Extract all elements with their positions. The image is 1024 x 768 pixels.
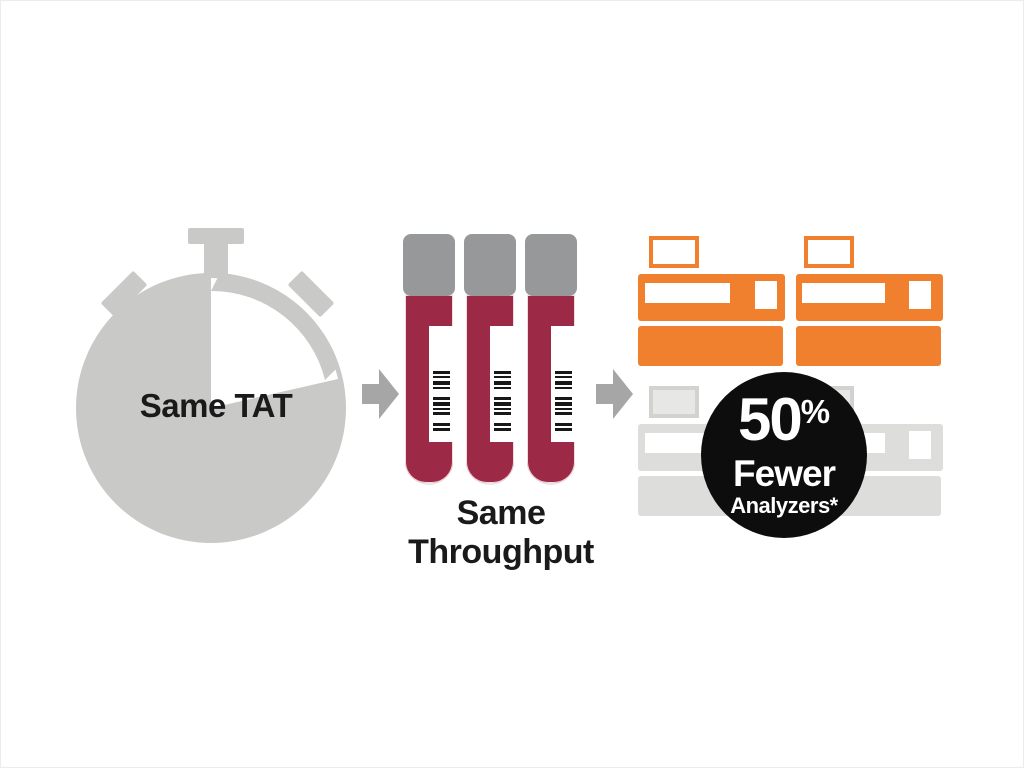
analyzer-slot <box>645 283 730 303</box>
blood-tubes-group <box>403 233 578 485</box>
analyzer-slot <box>802 283 885 303</box>
badge-number: 50 <box>737 385 803 453</box>
throughput-label-line1: Same <box>456 494 546 532</box>
analyzer-monitor <box>804 236 854 268</box>
badge-percent-sign: % <box>800 392 831 430</box>
analyzer-monitor <box>649 386 699 418</box>
analyzer-port <box>755 281 777 309</box>
tube-cap <box>525 234 577 296</box>
badge-analyzers-label: Analyzers* <box>730 492 838 518</box>
analyzer-port <box>909 431 931 459</box>
badge-fewer-label: Fewer <box>733 452 836 494</box>
tube-label <box>490 326 515 442</box>
tube-cap <box>464 234 516 296</box>
barcode-icon <box>433 371 450 433</box>
tube-label <box>429 326 454 442</box>
throughput-label-line2: Throughput <box>408 533 594 571</box>
analyzer-body <box>638 274 785 321</box>
arrow-right-icon <box>596 369 633 419</box>
tube-label <box>551 326 576 442</box>
analyzer-base <box>638 326 783 366</box>
analyzer-base <box>796 326 941 366</box>
analyzer-port <box>909 281 931 309</box>
throughput-label: Same Throughput <box>371 494 631 572</box>
barcode-icon <box>494 371 511 433</box>
tat-label: Same TAT <box>139 387 293 424</box>
barcode-icon <box>555 371 572 433</box>
badge-percent-line: 50% <box>738 389 831 455</box>
blood-tube <box>525 233 577 485</box>
fewer-analyzers-badge: 50% Fewer Analyzers* <box>701 372 867 538</box>
analyzer-body <box>796 274 943 321</box>
arrow-right-icon <box>362 369 399 419</box>
stopwatch-icon <box>76 228 346 543</box>
blood-tube <box>464 233 516 485</box>
blood-tube <box>403 233 455 485</box>
analyzer-monitor <box>649 236 699 268</box>
tube-cap <box>403 234 455 296</box>
